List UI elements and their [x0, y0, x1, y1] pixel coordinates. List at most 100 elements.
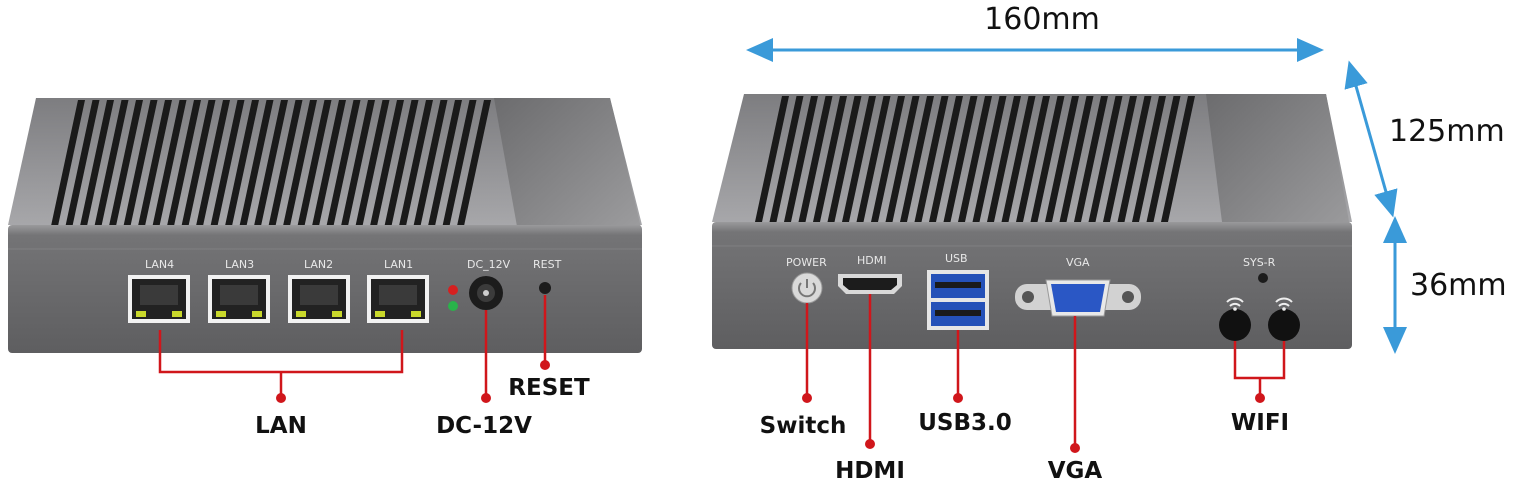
- power-led-icon: [448, 285, 458, 295]
- heatsink-fin: [381, 100, 419, 240]
- dc-callout: DC-12V: [436, 413, 532, 439]
- heatsink-fin: [207, 100, 245, 240]
- left-mini-pc: LAN4 LAN3 LAN2 LAN1 DC_12V REST LAN DC-1…: [8, 98, 642, 439]
- heatsink-fin: [396, 100, 433, 240]
- right-mini-pc: POWER HDMI USB VGA SYS-R: [712, 94, 1352, 481]
- heatsink-fin: [752, 96, 789, 236]
- heatsink-fin: [984, 96, 1021, 236]
- heatsink-fin: [853, 96, 891, 236]
- usb-port-icon: [927, 270, 989, 330]
- heatsink-fin: [149, 100, 187, 240]
- heatsink-fin: [882, 96, 920, 236]
- wifi-callout: WIFI: [1231, 410, 1289, 436]
- heatsink-fin: [795, 96, 833, 236]
- left-callout-lines: [158, 295, 547, 398]
- lan4-label: LAN4: [145, 258, 174, 271]
- power-button-icon: [791, 272, 823, 304]
- lan-callout: LAN: [255, 413, 307, 439]
- lan3-port: [208, 275, 270, 323]
- heatsink-fin: [280, 100, 317, 240]
- lan2-label: LAN2: [304, 258, 333, 271]
- heatsink-fin: [164, 100, 201, 240]
- power-label: POWER: [786, 256, 827, 269]
- heatsink-fin: [824, 96, 862, 236]
- heatsink-fin: [439, 100, 477, 240]
- reset-callout: RESET: [508, 375, 590, 401]
- heatsink-fin: [338, 100, 375, 240]
- usb-port-label: USB: [945, 252, 968, 265]
- heatsink-fin: [1129, 96, 1166, 236]
- heatsink-fin: [839, 96, 876, 236]
- heatsink-fin: [352, 100, 390, 240]
- heatsink-fin: [998, 96, 1036, 236]
- heatsink-fin: [897, 96, 934, 236]
- length-label: 160mm: [984, 2, 1100, 37]
- reset-label: REST: [533, 258, 562, 271]
- heatsink-fin: [309, 100, 346, 240]
- sysr-label: SYS-R: [1243, 256, 1276, 269]
- heatsink-fin: [323, 100, 361, 240]
- vga-port-label: VGA: [1066, 256, 1090, 269]
- dc-jack-icon: [469, 276, 503, 310]
- heatsink-fin: [1114, 96, 1152, 236]
- heatsink-fin: [193, 100, 230, 240]
- height-label: 36mm: [1410, 268, 1507, 303]
- left-heatsink-fins: [48, 100, 491, 240]
- wifi-antenna-right-icon: [1268, 297, 1300, 341]
- lan4-port: [128, 275, 190, 323]
- heatsink-fin: [1071, 96, 1108, 236]
- heatsink-fin: [120, 100, 158, 240]
- heatsink-fin: [425, 100, 462, 240]
- reset-hole-icon: [539, 282, 551, 294]
- heatsink-fin: [940, 96, 978, 236]
- heatsink-fin: [367, 100, 404, 240]
- heatsink-fin: [955, 96, 992, 236]
- right-top-plate: [1206, 94, 1352, 238]
- depth-label: 125mm: [1389, 114, 1505, 149]
- switch-callout: Switch: [760, 413, 847, 439]
- lan1-label: LAN1: [384, 258, 413, 271]
- heatsink-fin: [106, 100, 143, 240]
- heatsink-fin: [410, 100, 448, 240]
- heatsink-fin: [77, 100, 114, 240]
- heatsink-fin: [911, 96, 949, 236]
- heatsink-fin: [62, 100, 100, 240]
- heatsink-fin: [969, 96, 1007, 236]
- heatsink-fin: [1158, 96, 1195, 236]
- heatsink-fin: [868, 96, 905, 236]
- right-heatsink-fins: [752, 96, 1195, 236]
- vga-port-icon: [1015, 279, 1141, 317]
- lan2-port: [288, 275, 350, 323]
- hdmi-port-icon: [838, 274, 902, 294]
- heatsink-fin: [236, 100, 274, 240]
- heatsink-fin: [222, 100, 259, 240]
- vga-callout: VGA: [1048, 458, 1103, 481]
- heatsink-fin: [135, 100, 172, 240]
- heatsink-fin: [91, 100, 129, 240]
- heatsink-fin: [1042, 96, 1079, 236]
- hdmi-port-label: HDMI: [857, 254, 886, 267]
- heatsink-fin: [294, 100, 332, 240]
- heatsink-fin: [810, 96, 847, 236]
- status-led-icon: [448, 301, 458, 311]
- dc-label: DC_12V: [467, 258, 511, 271]
- heatsink-fin: [1100, 96, 1137, 236]
- heatsink-fin: [178, 100, 216, 240]
- heatsink-fin: [251, 100, 288, 240]
- left-top-plate: [494, 98, 642, 232]
- heatsink-fin: [454, 100, 491, 240]
- heatsink-fin: [1085, 96, 1123, 236]
- hdmi-callout: HDMI: [835, 458, 905, 481]
- sysr-hole-icon: [1258, 273, 1268, 283]
- heatsink-fin: [1056, 96, 1094, 236]
- lan3-label: LAN3: [225, 258, 254, 271]
- usb-callout: USB3.0: [918, 410, 1012, 436]
- wifi-antenna-left-icon: [1219, 297, 1251, 341]
- heatsink-fin: [781, 96, 818, 236]
- depth-arrow-icon: [1344, 60, 1398, 218]
- heatsink-fin: [1013, 96, 1050, 236]
- heatsink-fin: [766, 96, 804, 236]
- heatsink-fin: [265, 100, 303, 240]
- dimension-annotations: 160mm 125mm 36mm: [746, 2, 1507, 354]
